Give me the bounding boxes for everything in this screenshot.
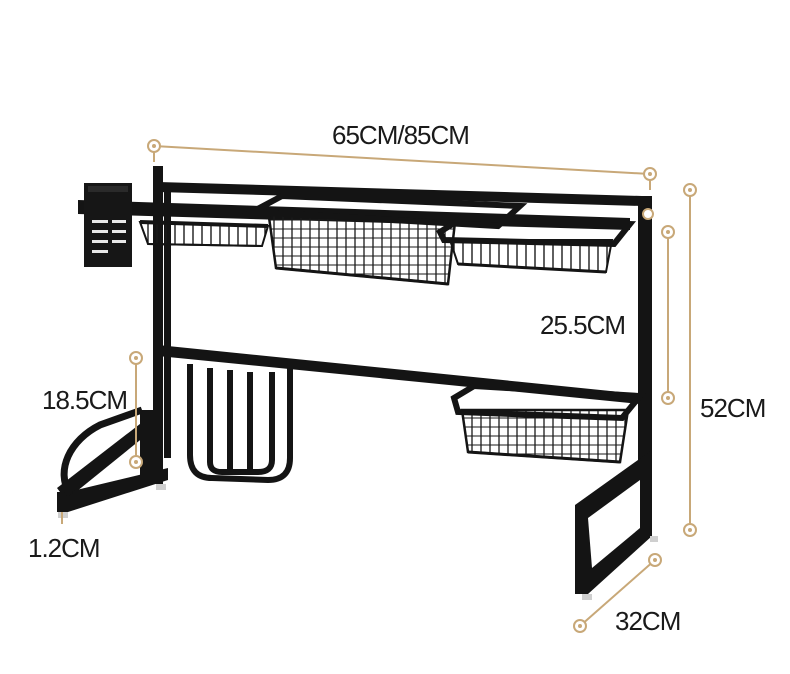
width-line	[153, 145, 651, 175]
upper-left-basket	[138, 220, 270, 248]
foot-height-label: 1.2CM	[28, 533, 101, 563]
upper-gap-label: 25.5CM	[540, 310, 626, 340]
measure-lines	[61, 145, 691, 627]
upper-right-basket	[436, 214, 637, 274]
right-post	[638, 196, 652, 536]
feet-pads	[58, 484, 658, 600]
total-height-label: 52CM	[700, 393, 766, 423]
right-foot-cutout	[588, 480, 640, 568]
lower-height-label: 18.5CM	[42, 385, 128, 415]
top-back-rail	[158, 182, 642, 206]
width-label: 65CM/85CM	[332, 120, 470, 150]
depth-line	[579, 559, 656, 627]
left-foot	[57, 410, 160, 500]
utensil-holder	[84, 183, 132, 267]
left-foot-hook	[60, 406, 144, 497]
cutting-board-holder	[185, 349, 293, 484]
upper-middle-basket	[241, 192, 528, 286]
lower-right-basket	[450, 382, 647, 464]
left-inner-post	[164, 190, 171, 458]
depth-label: 32CM	[615, 606, 681, 636]
left-post	[153, 166, 163, 484]
left-foot-bracket	[140, 410, 160, 480]
measure-marker-dots	[134, 144, 692, 628]
